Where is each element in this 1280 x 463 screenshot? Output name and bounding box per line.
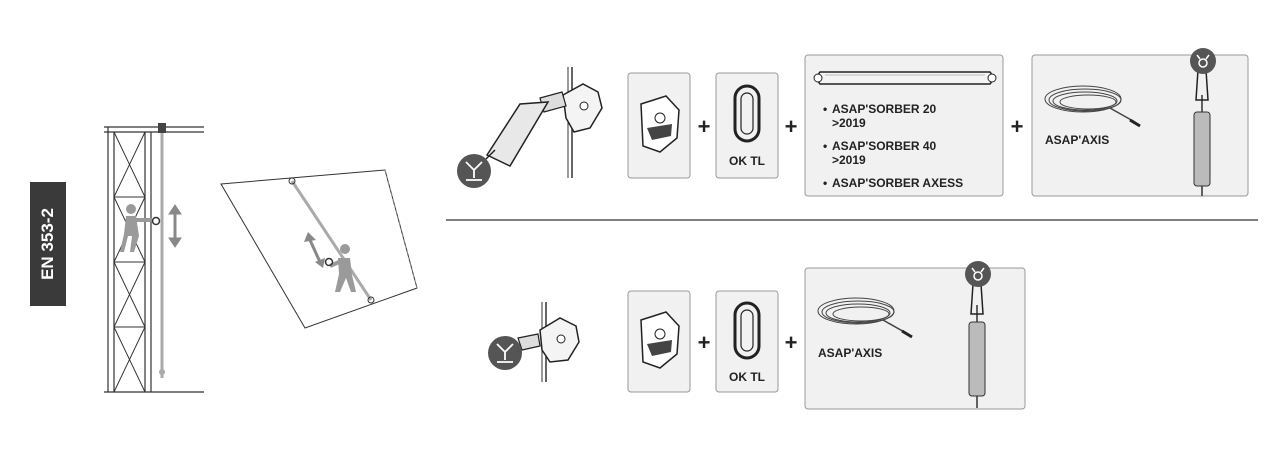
absorber-option-note: >2019 <box>832 116 866 130</box>
absorber-option: ASAP'SORBER 20 <box>832 102 937 116</box>
absorber-option-bullet: • <box>823 176 827 190</box>
absorber-option-bullet: • <box>823 102 827 116</box>
carabiner-label: OK TL <box>729 370 765 384</box>
absorber-option-note: >2019 <box>832 153 866 167</box>
plus-operator: + <box>1011 114 1024 139</box>
harness-badge-icon <box>457 154 491 188</box>
tilted-surface-icon <box>220 169 418 329</box>
plus-operator: + <box>785 330 798 355</box>
product-box-rope <box>804 267 1026 410</box>
rope-label: ASAP'AXIS <box>1045 133 1109 147</box>
tower-scaffold-icon <box>104 123 204 393</box>
absorber-options-list: • ASAP'SORBER 20 >2019 • ASAP'SORBER 40 … <box>823 102 963 190</box>
carabiner-label: OK TL <box>729 154 765 168</box>
up-down-arrow-icon <box>168 204 182 248</box>
plus-operator: + <box>698 330 711 355</box>
rope-grab-device-icon <box>517 302 580 382</box>
harness-badge-icon <box>488 336 522 370</box>
carabiner-icon <box>733 84 761 143</box>
product-box-carabiner <box>715 290 779 393</box>
rope-grab-device-icon <box>640 95 680 153</box>
product-box-carabiner <box>715 72 779 179</box>
rope-grab-device-icon <box>640 311 680 369</box>
plus-operator: + <box>785 114 798 139</box>
absorber-option: ASAP'SORBER AXESS <box>832 176 963 190</box>
absorber-option-bullet: • <box>823 139 827 153</box>
row-2: + OK TL + ASAP'AXIS <box>488 261 1026 410</box>
energy-absorber-icon <box>813 71 997 85</box>
carabiner-icon <box>733 301 761 360</box>
plus-operator: + <box>698 114 711 139</box>
anchor-badge-icon <box>1190 48 1216 74</box>
product-box-absorbers <box>804 54 1004 197</box>
rope-coil-icon <box>1044 85 1141 128</box>
rope-label: ASAP'AXIS <box>818 346 882 360</box>
row-1: + OK TL + • ASAP'SORBER 20 >2019 • ASAP'… <box>457 48 1249 197</box>
climber-icon <box>120 204 161 252</box>
rope-grab-device-icon <box>484 67 603 178</box>
standard-label: EN 353-2 <box>30 182 66 306</box>
anchor-badge-icon <box>965 261 991 287</box>
rope-coil-icon <box>817 297 913 339</box>
absorber-option: ASAP'SORBER 40 <box>832 139 937 153</box>
